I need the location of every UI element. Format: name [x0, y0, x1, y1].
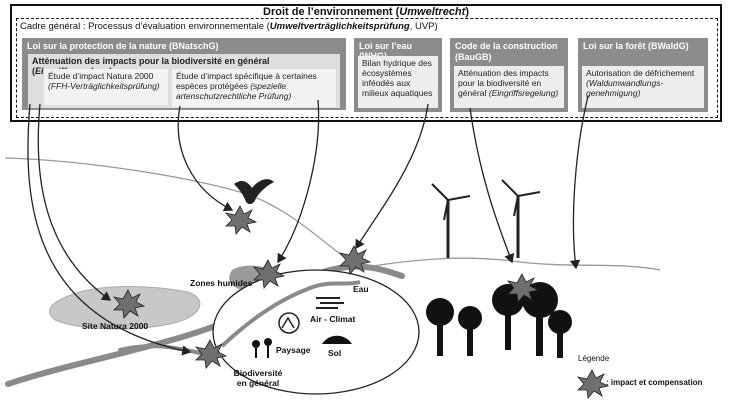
legend-item-impact: : impact et compensation — [606, 378, 703, 387]
hill-outline — [4, 157, 661, 271]
soil-icon — [322, 335, 352, 344]
whg-water-balance-box: Bilan hydrique des écosystèmes inféodés … — [358, 56, 438, 108]
tree-icon — [426, 282, 572, 358]
soil-label: Sol — [328, 348, 342, 358]
legend-title: Légende — [578, 354, 610, 363]
bwaldg-clearing-authorization-box: Autorisation de défrichement (Waldumwand… — [582, 66, 704, 108]
impact-star-legend — [576, 369, 610, 399]
arrow-whg — [355, 103, 429, 250]
impact-star-water — [338, 245, 372, 275]
law-bnatschg-title: Loi sur la protection de la nature (BNat… — [27, 41, 219, 51]
wind-turbine-icon — [431, 183, 471, 258]
biodiversity-label: Biodiversité en général — [233, 368, 283, 388]
arrow-baugb — [469, 107, 515, 264]
uvp-dashed-frame — [16, 18, 718, 118]
environmental-law-title: Droit de l’environnement (Umweltrecht) — [263, 6, 469, 18]
water-label: Eau — [353, 284, 369, 294]
eagle-icon — [234, 179, 274, 205]
arrow-species — [177, 105, 234, 212]
landscape-label: Paysage — [276, 345, 311, 355]
flower-icon — [252, 338, 272, 358]
environmental-law-frame — [10, 4, 722, 122]
impact-star-species — [224, 205, 258, 235]
arrow-bwaldg — [569, 95, 589, 270]
air-climate-icon — [316, 297, 344, 309]
impact-star-biodiversity — [194, 339, 228, 369]
impact-star-wetland — [252, 259, 286, 289]
environment-ellipse — [212, 269, 420, 395]
arrow-natura2000 — [37, 103, 112, 301]
legend: Légende — [578, 354, 609, 363]
natura2000-site-label: Site Natura 2000 — [82, 321, 149, 331]
protected-species-study-box: Étude d’impact spécifique à certaines es… — [172, 69, 336, 107]
wetlands-label: Zones humides — [190, 278, 253, 288]
law-baugb-title: Code de la construction (BauGB) — [455, 41, 558, 62]
impact-star-natura — [112, 289, 146, 319]
uvp-frame-title: Cadre général : Processus d’évaluation e… — [20, 21, 438, 32]
landscape-icon — [278, 312, 300, 334]
natura2000-impact-study-box: Étude d’impact Natura 2000(FFH-Verträgli… — [44, 69, 168, 105]
impact-star-icons — [112, 205, 610, 399]
law-bwaldg-title: Loi sur la forêt (BWaldG) — [583, 41, 689, 51]
impact-star-construction — [506, 273, 540, 303]
air-climate-label: Air - Climat — [310, 314, 356, 324]
wind-turbine-icon-2 — [501, 179, 541, 258]
baugb-mitigation-box: Atténuation des impacts pour la biodiver… — [454, 66, 564, 108]
river — [220, 280, 361, 348]
arrow-species-wetland — [277, 99, 320, 264]
arrow-bnatschg-general — [27, 103, 192, 356]
